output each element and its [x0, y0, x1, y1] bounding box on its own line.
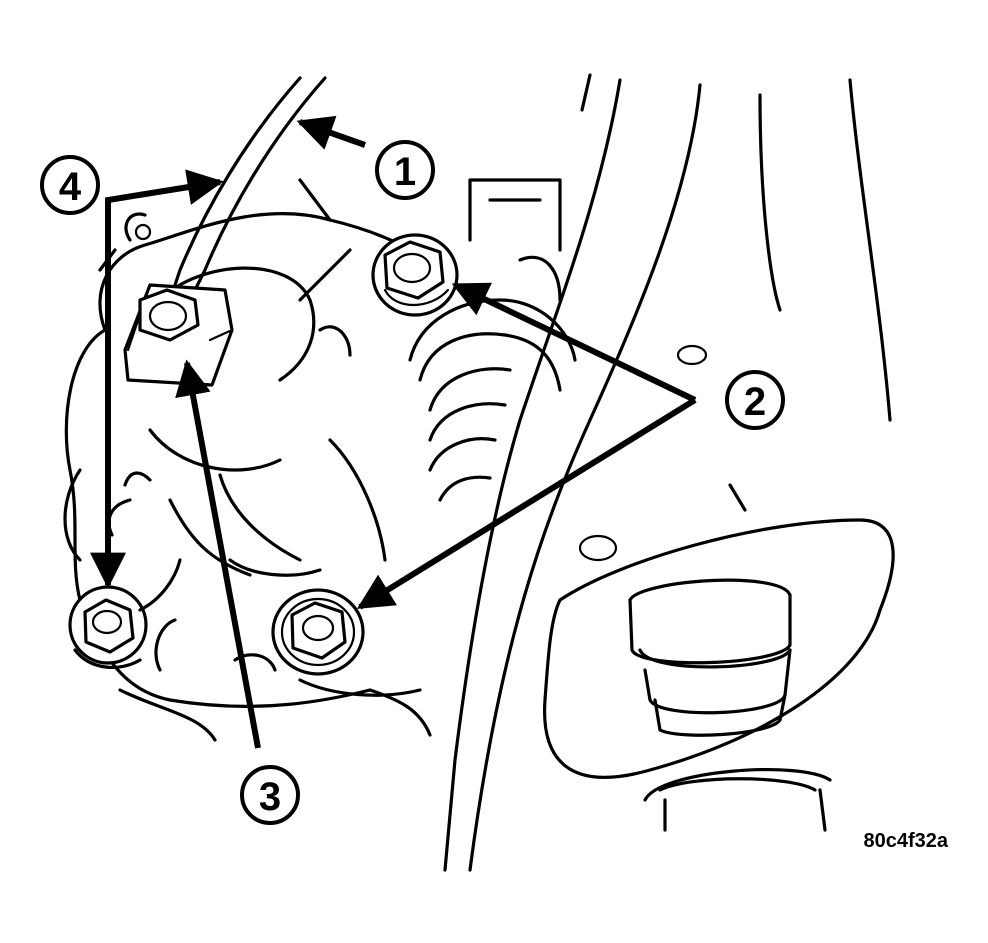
callout-2-label: 2	[744, 380, 766, 424]
callout-4: 4	[40, 155, 100, 215]
arrow-2-lower	[356, 397, 697, 610]
callout-1: 1	[375, 140, 435, 200]
leader-arrows	[90, 115, 697, 749]
arrow-3	[175, 359, 261, 749]
lower-bolt-drawing	[271, 588, 365, 676]
upper-bolt-drawing	[371, 233, 459, 317]
abs-wire-drawing	[168, 76, 327, 302]
callout-3: 3	[240, 765, 300, 825]
callout-3-label: 3	[259, 775, 281, 819]
arrow-4-upper	[105, 169, 224, 205]
figure-id: 80c4f32a	[863, 830, 948, 852]
axle-boot-drawing	[408, 178, 577, 502]
callout-4-label: 4	[59, 165, 82, 209]
arrow-2-upper	[451, 282, 697, 403]
frame-rail-drawing	[443, 73, 892, 872]
arrow-1	[296, 115, 367, 150]
control-arm-drawing	[543, 518, 895, 832]
callout-1-label: 1	[394, 150, 416, 194]
callout-2: 2	[725, 370, 785, 430]
bracket-bolt-drawing	[68, 558, 182, 669]
sensor-head-drawing	[123, 283, 234, 387]
